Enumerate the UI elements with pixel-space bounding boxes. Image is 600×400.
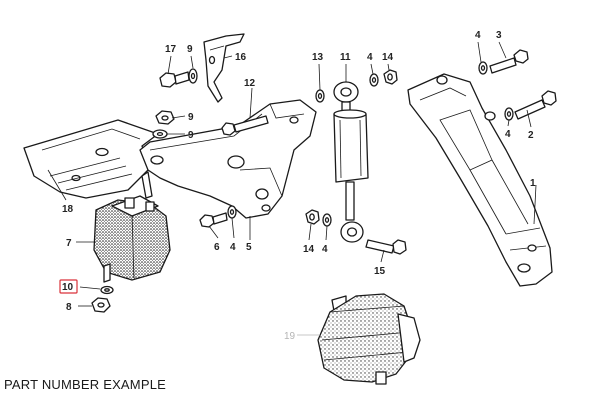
callout-4-bracket[interactable]: 4 <box>230 242 236 253</box>
callout-4-shock-bottom[interactable]: 4 <box>322 244 328 255</box>
callout-2[interactable]: 2 <box>528 130 534 141</box>
washer-part-4-shock-bottom[interactable] <box>322 213 332 227</box>
mounting-plate-part-18[interactable] <box>23 119 159 199</box>
callout-3[interactable]: 3 <box>496 30 502 41</box>
washer-part-13[interactable] <box>315 89 325 103</box>
washer-part-4-right-mid[interactable] <box>504 107 514 121</box>
callout-4-right-mid[interactable]: 4 <box>505 129 511 140</box>
callout-4-right-top[interactable]: 4 <box>475 30 481 41</box>
bolt-part-17[interactable] <box>159 71 190 88</box>
nut-part-14-top[interactable] <box>383 69 398 85</box>
leader-lines <box>47 41 537 336</box>
bolt-part-3[interactable] <box>489 49 529 74</box>
hook-bracket-part-16[interactable] <box>203 33 245 103</box>
washer-part-4-lower-left[interactable] <box>227 205 237 219</box>
rubber-mount-part-19[interactable] <box>317 293 421 385</box>
callout-4-shock-top[interactable]: 4 <box>367 52 373 63</box>
callout-19[interactable]: 19 <box>284 331 296 342</box>
bolt-part-6[interactable] <box>199 212 228 228</box>
bolt-part-2[interactable] <box>514 90 557 120</box>
callout-16[interactable]: 16 <box>235 52 247 63</box>
callout-17[interactable]: 17 <box>165 44 177 55</box>
callout-1[interactable]: 1 <box>530 178 536 189</box>
large-bracket-part-1[interactable] <box>407 73 553 287</box>
callout-14-top[interactable]: 14 <box>382 52 394 63</box>
nut-part-8[interactable] <box>91 297 111 313</box>
nut-part-14-bottom[interactable] <box>305 209 320 225</box>
rubber-mount-part-7[interactable] <box>93 171 171 283</box>
washer-part-4-right-top[interactable] <box>478 61 488 75</box>
callout-7[interactable]: 7 <box>66 238 72 249</box>
callout-18[interactable]: 18 <box>62 204 74 215</box>
callout-10[interactable]: 10 <box>62 282 74 293</box>
callout-5[interactable]: 5 <box>246 242 252 253</box>
callout-9-upper[interactable]: 9 <box>188 112 194 123</box>
washer-part-9-lower[interactable] <box>152 129 168 139</box>
washer-part-9-top[interactable] <box>188 68 198 84</box>
washer-part-10[interactable] <box>100 285 114 295</box>
bolt-part-15[interactable] <box>365 239 407 255</box>
callout-9-top[interactable]: 9 <box>187 44 193 55</box>
callout-9-lower[interactable]: 9 <box>188 130 194 141</box>
washer-part-4-shock-top[interactable] <box>369 73 379 87</box>
callout-labels: 1 2 3 4 4 4 4 4 5 6 7 8 9 9 9 10 11 12 1… <box>62 30 536 342</box>
selected-part-highlight <box>59 279 78 294</box>
shock-absorber-part-11[interactable] <box>333 81 369 243</box>
callout-13[interactable]: 13 <box>312 52 324 63</box>
callout-11[interactable]: 11 <box>340 52 351 63</box>
callout-12[interactable]: 12 <box>244 78 256 89</box>
callout-6[interactable]: 6 <box>214 242 220 253</box>
bolt-part-12[interactable] <box>221 115 269 136</box>
nut-part-9-upper[interactable] <box>155 110 175 125</box>
callout-15[interactable]: 15 <box>374 266 386 277</box>
callout-14-bottom[interactable]: 14 <box>303 244 315 255</box>
caption-text: PART NUMBER EXAMPLE <box>4 377 167 392</box>
callout-8[interactable]: 8 <box>66 302 72 313</box>
